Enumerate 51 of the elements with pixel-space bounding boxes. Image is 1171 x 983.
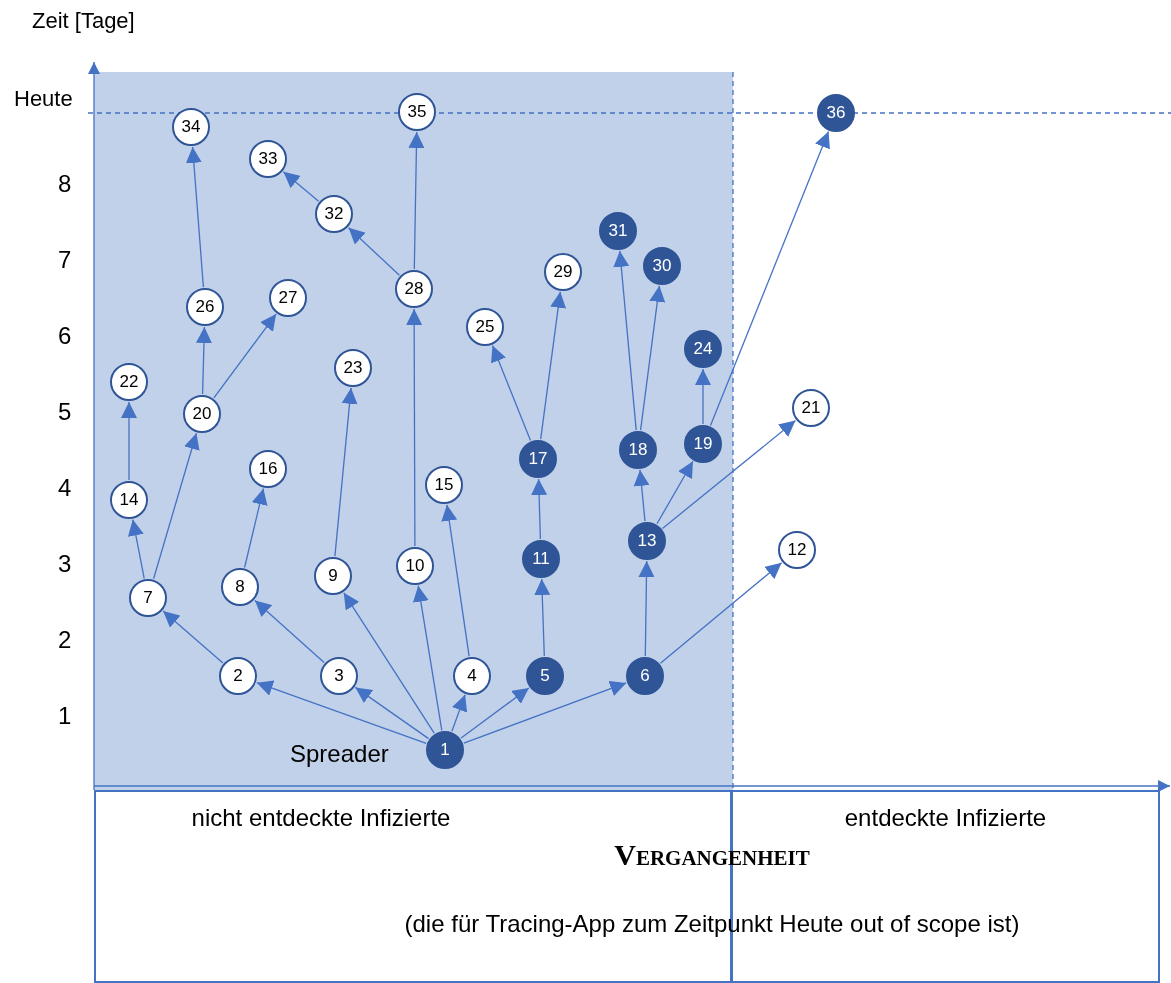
arrow [661,419,797,530]
arrow [121,401,137,481]
arrow [347,227,401,276]
tick-label: 6 [58,322,72,350]
arrow [709,130,830,427]
arrow [406,308,423,547]
arrow [656,460,694,525]
arrow [638,560,655,657]
arrow [613,250,637,431]
arrow [460,687,530,739]
tick-label: 8 [58,170,72,198]
arrow [531,478,548,540]
node-caption: Spreader [290,740,389,768]
tick-label: 7 [58,246,72,274]
arrow [282,171,320,202]
arrow [659,562,783,664]
region-title: nicht entdeckte Infizierte [190,804,452,832]
arrow [213,313,277,399]
tick-label: 5 [58,398,72,426]
arrow [152,432,200,580]
arrow [256,680,427,744]
arrow [540,291,567,440]
axis-title: Zeit [Tage] [32,8,135,34]
node-circle: 21 [792,389,830,427]
node-circle: 12 [778,531,816,569]
tick-label: 1 [58,702,72,730]
arrow [354,686,430,740]
arrow [463,680,627,744]
arrow [195,326,212,395]
node-circle: 36 [817,94,855,132]
arrow [412,585,443,731]
tick-label: 4 [58,474,72,502]
arrow [243,487,268,569]
arrow [162,610,224,664]
arrow [639,285,666,431]
axis-label: Heute [14,86,73,112]
arrow [534,578,551,657]
tick-label: 2 [58,626,72,654]
arrow [185,146,205,288]
arrow [451,694,468,732]
arrow [334,387,358,557]
arrow [254,599,325,664]
arrow [343,592,435,734]
arrow [408,131,425,270]
arrow [441,504,470,657]
tick-label: 3 [58,550,72,578]
region-title: entdeckte Infizierte [843,804,1048,832]
arrow [128,518,145,580]
arrow [491,344,532,442]
arrow [695,368,711,425]
arrow [633,469,650,522]
